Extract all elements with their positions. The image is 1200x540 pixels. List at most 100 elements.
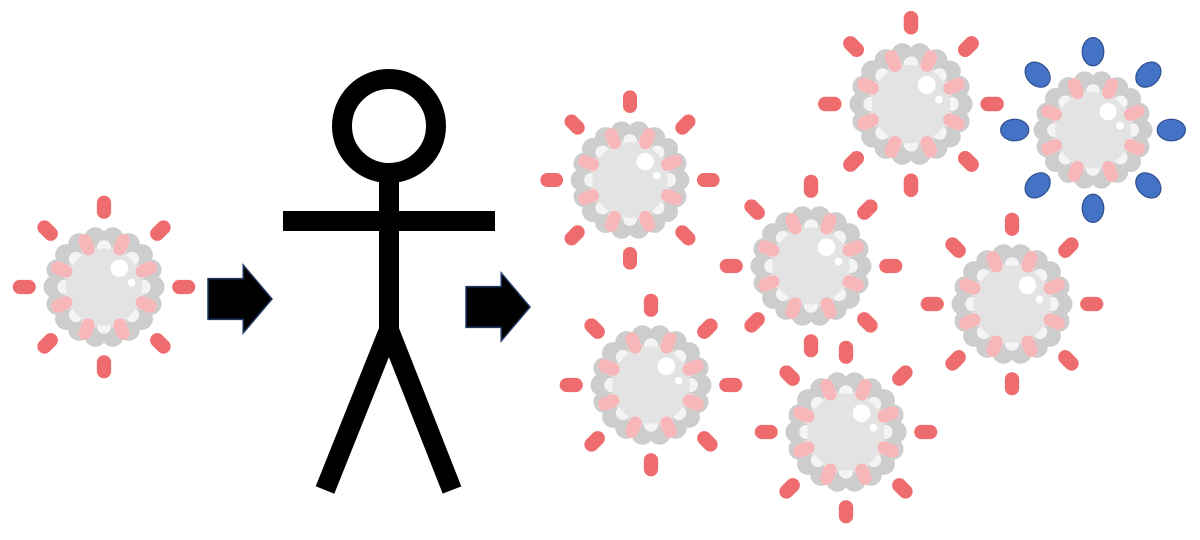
inner-spike <box>604 210 621 232</box>
inner-spike <box>758 275 780 292</box>
inner-spike <box>884 136 902 158</box>
inner-spike <box>1041 104 1063 121</box>
inner-spike <box>959 313 981 330</box>
spike <box>838 500 854 524</box>
highlight <box>869 423 878 432</box>
spike <box>957 36 979 58</box>
inner-spike <box>604 128 621 150</box>
inner-spike <box>959 278 981 295</box>
highlight <box>1116 121 1124 130</box>
inner-spike <box>1123 104 1145 121</box>
spike <box>843 150 865 172</box>
spike <box>744 312 765 333</box>
inner-spike <box>857 113 879 131</box>
spike <box>779 478 800 499</box>
output-virus-icon <box>540 90 720 270</box>
spike <box>857 312 878 333</box>
spike <box>1058 237 1079 258</box>
inner-spike <box>785 213 802 235</box>
spike <box>12 279 36 295</box>
output-virus-icon <box>818 11 1004 197</box>
inner-spike <box>758 240 780 257</box>
inner-spike <box>920 136 938 158</box>
mutant-virus-icon <box>1000 37 1186 223</box>
spike <box>754 424 778 440</box>
inner-spike <box>855 463 872 485</box>
highlight <box>852 404 871 423</box>
input-virus-icon <box>12 195 196 379</box>
capsid <box>570 121 690 239</box>
inner-spike <box>943 113 965 131</box>
spike <box>675 114 696 135</box>
inner-spike <box>820 213 837 235</box>
inner-spike <box>793 406 815 423</box>
inner-spike <box>639 128 656 150</box>
inner-spike <box>578 154 600 171</box>
inner-spike <box>682 359 704 376</box>
person-head <box>332 69 446 183</box>
capsid <box>849 43 973 165</box>
spike <box>803 334 819 358</box>
spike <box>696 172 720 188</box>
spike <box>1004 372 1020 396</box>
person-layer <box>283 69 495 494</box>
inner-spike <box>1067 160 1084 182</box>
right-arrow-icon <box>465 270 531 344</box>
output-virus-icon <box>920 212 1104 396</box>
highlight <box>653 171 661 180</box>
inner-spike <box>820 297 837 319</box>
inner-spike <box>1043 313 1065 330</box>
inner-spike <box>625 332 642 354</box>
spike <box>37 220 58 241</box>
inner-spike <box>113 234 130 256</box>
spike <box>559 377 583 393</box>
spike <box>719 377 743 393</box>
inner-spike <box>877 441 899 458</box>
inner-spike <box>578 189 600 206</box>
inner-spike <box>78 318 95 340</box>
mutant-spike <box>1024 61 1051 88</box>
capsid <box>43 227 165 347</box>
spike <box>1058 350 1079 371</box>
highlight <box>127 278 136 287</box>
spike <box>564 114 585 135</box>
highlight <box>1035 295 1044 304</box>
inner-spike <box>820 379 837 401</box>
spike <box>150 333 171 354</box>
spike <box>744 199 765 220</box>
spike <box>857 199 878 220</box>
highlight <box>1018 276 1037 295</box>
spike <box>172 279 196 295</box>
spike <box>96 355 112 379</box>
inner-spike <box>1102 78 1119 100</box>
inner-spike <box>1123 139 1145 156</box>
spike <box>945 350 966 371</box>
inner-spike <box>598 359 620 376</box>
spike <box>892 365 913 386</box>
inner-spike <box>920 50 938 72</box>
inner-spike <box>660 416 677 438</box>
inner-spike <box>51 261 73 278</box>
mutant-spike <box>1081 37 1105 67</box>
spike <box>622 90 638 114</box>
spike <box>584 431 605 452</box>
spike <box>920 296 944 312</box>
spike <box>643 453 659 477</box>
spike <box>779 365 800 386</box>
inner-spike <box>1067 78 1084 100</box>
highlight <box>674 376 683 385</box>
inner-spike <box>135 296 157 313</box>
spike <box>719 258 743 274</box>
spike <box>697 431 718 452</box>
spike <box>903 173 919 197</box>
inner-spike <box>625 416 642 438</box>
virus-layer <box>12 11 1186 524</box>
spike <box>697 318 718 339</box>
output-virus-icon <box>754 340 938 524</box>
inner-spike <box>598 394 620 411</box>
spike <box>879 258 903 274</box>
inner-spike <box>986 335 1003 357</box>
inner-spike <box>682 394 704 411</box>
